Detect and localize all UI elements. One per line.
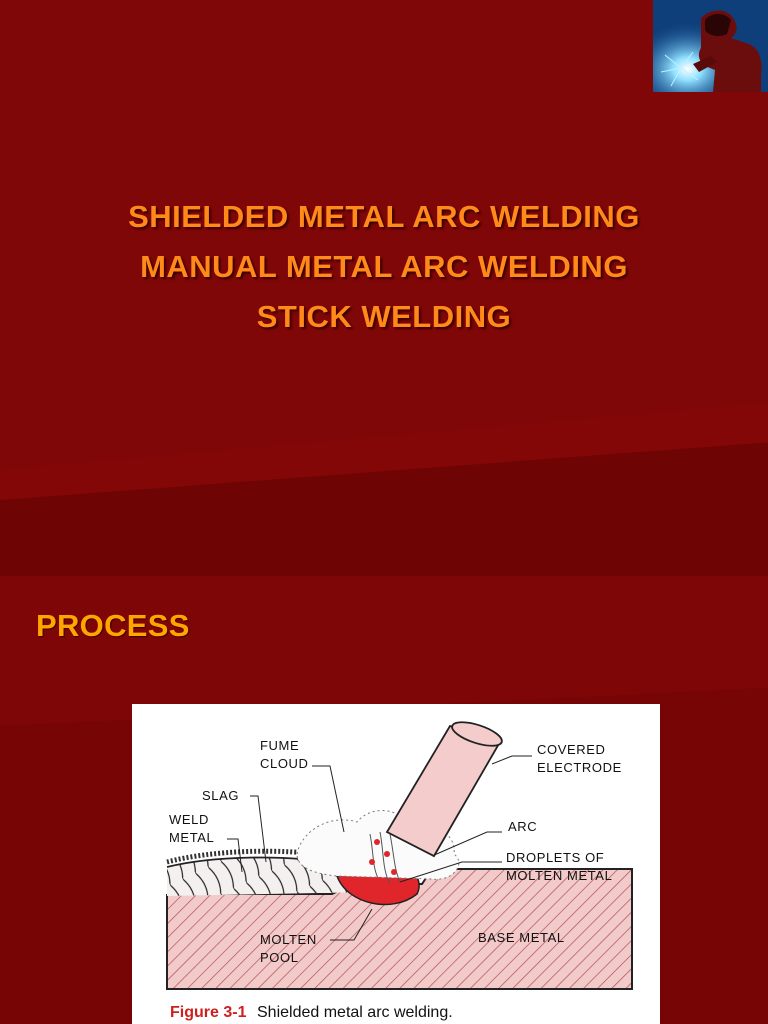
- label-cloud: CLOUD: [260, 756, 309, 771]
- label-fume: FUME: [260, 738, 299, 753]
- title-line-3: STICK WELDING: [256, 299, 512, 334]
- label-molten-metal: MOLTEN METAL: [506, 868, 612, 883]
- section-heading: PROCESS: [36, 608, 190, 643]
- label-slag: SLAG: [202, 788, 239, 803]
- label-metal: METAL: [169, 830, 214, 845]
- title-line-1: SHIELDED METAL ARC WELDING: [128, 199, 640, 234]
- background-wave: [0, 442, 768, 576]
- label-droplets: DROPLETS OF: [506, 850, 604, 865]
- covered-electrode: [385, 721, 503, 858]
- label-weld: WELD: [169, 812, 209, 827]
- process-slide: PROCESS: [0, 576, 768, 1024]
- label-base-metal: BASE METAL: [478, 930, 565, 945]
- slide-title: SHIELDED METAL ARC WELDING MANUAL METAL …: [0, 192, 768, 342]
- label-pool: POOL: [260, 950, 299, 965]
- title-slide: SHIELDED METAL ARC WELDING MANUAL METAL …: [0, 0, 768, 576]
- welding-illustration: FUME CLOUD SLAG WELD METAL COVERED ELECT…: [166, 721, 633, 1021]
- title-line-2: MANUAL METAL ARC WELDING: [140, 249, 628, 284]
- caption-number: Figure 3-1: [170, 1004, 247, 1021]
- welding-diagram: FUME CLOUD SLAG WELD METAL COVERED ELECT…: [132, 704, 660, 1024]
- label-covered: COVERED: [537, 742, 606, 757]
- caption-text: Shielded metal arc welding.: [257, 1004, 453, 1021]
- label-arc: ARC: [508, 819, 537, 834]
- label-electrode: ELECTRODE: [537, 760, 622, 775]
- label-molten: MOLTEN: [260, 932, 317, 947]
- welder-icon: [653, 0, 768, 92]
